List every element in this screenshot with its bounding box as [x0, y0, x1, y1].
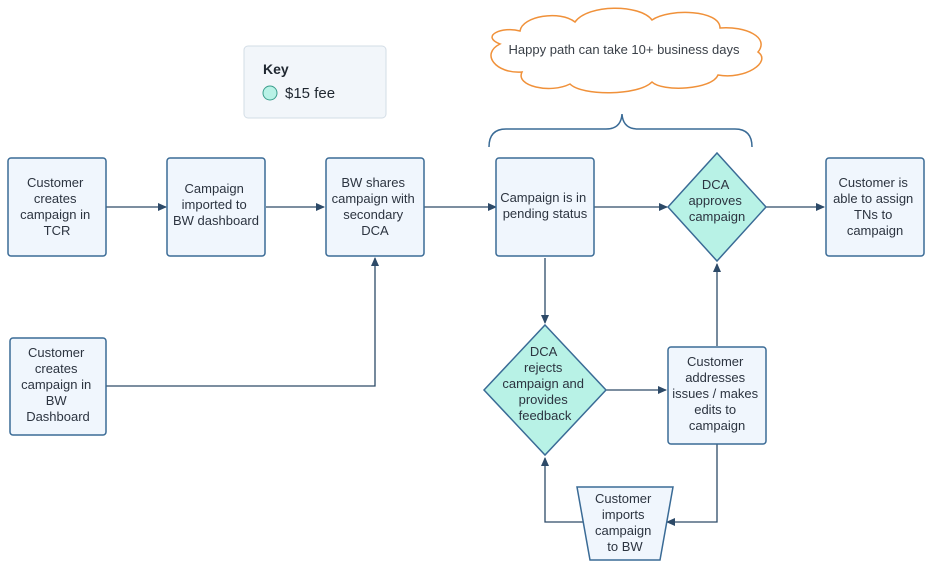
- cloud-shape: [490, 7, 763, 94]
- timing-note-cloud: Happy path can take 10+ business days: [490, 7, 763, 94]
- node-label: Customer creates campaign in TCR: [20, 175, 94, 238]
- node-label: Customer creates campaign in BW Dashboar…: [21, 345, 95, 424]
- bracket-brace: [488, 113, 753, 148]
- arrow-addresses-to-imports: [666, 444, 718, 526]
- legend-swatch-fee: [262, 85, 278, 101]
- node-customer-assign: Customer is able to assign TNs to campai…: [825, 157, 925, 257]
- node-label: Customer imports campaign to BW: [595, 491, 655, 554]
- node-pending-status: Campaign is in pending status: [495, 157, 595, 257]
- node-campaign-imported: Campaign imported to BW dashboard: [166, 157, 266, 257]
- legend-label-fee: $15 fee: [285, 85, 335, 102]
- node-label: Campaign is in pending status: [500, 190, 590, 221]
- legend: Key $15 fee: [243, 45, 387, 119]
- node-label: Customer is able to assign TNs to campai…: [833, 175, 917, 238]
- node-bw-shares: BW shares campaign with secondary DCA: [325, 157, 425, 257]
- node-dca-approves: DCA approves campaign: [666, 151, 768, 263]
- connectors: [106, 203, 825, 526]
- arrow-bwcreate-to-shares: [106, 257, 379, 387]
- node-label: BW shares campaign with secondary DCA: [332, 175, 419, 238]
- node-customer-creates-bw: Customer creates campaign in BW Dashboar…: [9, 337, 107, 436]
- node-customer-imports: Customer imports campaign to BW: [576, 486, 674, 561]
- cloud-text: Happy path can take 10+ business days: [509, 42, 740, 57]
- node-label: Campaign imported to BW dashboard: [173, 181, 259, 228]
- node-dca-rejects: DCA rejects campaign and provides feedba…: [482, 323, 608, 457]
- node-label: DCA rejects campaign and provides feedba…: [502, 344, 587, 423]
- arrow-imports-to-rejects: [541, 457, 585, 523]
- node-customer-addresses: Customer addresses issues / makes edits …: [667, 346, 767, 445]
- node-label: DCA approves campaign: [688, 177, 745, 224]
- node-label: Customer addresses issues / makes edits …: [672, 354, 762, 433]
- node-customer-creates-tcr: Customer creates campaign in TCR: [7, 157, 107, 257]
- legend-title: Key: [263, 61, 289, 77]
